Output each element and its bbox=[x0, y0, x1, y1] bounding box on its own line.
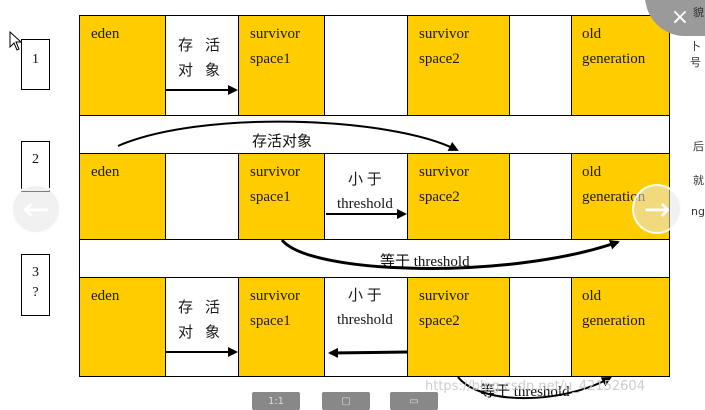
row3-survivor1-label: survivor space1 bbox=[250, 288, 300, 329]
row-number-1: 1 bbox=[21, 39, 50, 90]
edge-char-4: 就 bbox=[693, 174, 704, 187]
toolbar-fullscreen-button[interactable]: ▭ bbox=[390, 392, 438, 410]
close-icon: × bbox=[670, 4, 690, 30]
row2-eden-label: eden bbox=[91, 164, 120, 180]
row2-eden: eden bbox=[79, 153, 166, 240]
row3-eden-label: eden bbox=[91, 288, 120, 304]
chevron-left-icon: ← bbox=[22, 190, 50, 228]
edge-char-3: 后 bbox=[693, 140, 704, 153]
edge-char-5: ng bbox=[691, 205, 705, 218]
fit-screen-icon: ▢ bbox=[341, 395, 351, 407]
curve-mid-label: 等于 threshold bbox=[380, 254, 470, 270]
prev-button[interactable]: ← bbox=[11, 184, 61, 234]
row1-eden-label: eden bbox=[91, 26, 120, 42]
row1-survivor1-label: survivor space1 bbox=[250, 26, 300, 67]
row3-eden: eden bbox=[79, 277, 166, 377]
row2-transfer-cell: 小 于 threshold bbox=[324, 153, 408, 240]
row1-old-generation: old generation bbox=[571, 15, 670, 116]
row2-gap-cell bbox=[509, 153, 572, 240]
row2-survivor1: survivor space1 bbox=[238, 153, 325, 240]
watermark-text: https://blog.csdn.net/u_42152604 bbox=[425, 379, 645, 394]
toolbar-zoom-1-1-button[interactable]: 1:1 bbox=[252, 392, 300, 410]
row2-survivor1-label: survivor space1 bbox=[250, 164, 300, 205]
row2-survivor2: survivor space2 bbox=[407, 153, 510, 240]
row3-transfer-cell-a: 存活 对象 bbox=[165, 277, 239, 377]
next-button[interactable]: → bbox=[632, 184, 682, 234]
chevron-right-icon: → bbox=[643, 190, 671, 228]
row2-empty-cell bbox=[165, 153, 239, 240]
row1-survivor1: survivor space1 bbox=[238, 15, 325, 116]
row1-old-label: old generation bbox=[582, 26, 646, 67]
row2-old-label: old generation bbox=[582, 164, 646, 205]
row3-gap-cell bbox=[509, 277, 572, 377]
row3-old-generation: old generation bbox=[571, 277, 670, 377]
fullscreen-icon: ▭ bbox=[409, 395, 419, 407]
strip-between-2-3 bbox=[79, 238, 670, 278]
edge-char-1: 貌 bbox=[693, 6, 704, 19]
toolbar-fit-button[interactable]: ▢ bbox=[322, 392, 370, 410]
row1-transfer-label: 存活 对象 bbox=[178, 38, 233, 79]
row1-gap-cell bbox=[324, 15, 408, 116]
row-number-2: 2 bbox=[21, 141, 50, 192]
row3-survivor2-label: survivor space2 bbox=[419, 288, 469, 329]
edge-char-2: 卜号 bbox=[690, 40, 701, 69]
row3-transfer-cell-b: 小 于 threshold bbox=[324, 277, 408, 377]
row3-survivor2: survivor space2 bbox=[407, 277, 510, 377]
row2-transfer-label: 小 于 threshold bbox=[337, 172, 393, 212]
cursor-icon bbox=[9, 31, 23, 51]
row3-transfer-label-b: 小 于 threshold bbox=[337, 288, 393, 328]
curve-top-label: 存活对象 bbox=[252, 134, 313, 150]
row1-transfer-cell: 存活 对象 bbox=[165, 15, 239, 116]
row2-survivor2-label: survivor space2 bbox=[419, 164, 469, 205]
row-number-3: 3 ? bbox=[21, 254, 50, 316]
row1-survivor2-label: survivor space2 bbox=[419, 26, 469, 67]
row3-old-label: old generation bbox=[582, 288, 646, 329]
row1-gap-cell-2 bbox=[509, 15, 572, 116]
row3-transfer-label-a: 存活 对象 bbox=[178, 300, 233, 341]
row1-eden: eden bbox=[79, 15, 166, 116]
row1-survivor2: survivor space2 bbox=[407, 15, 510, 116]
strip-between-1-2 bbox=[79, 114, 670, 154]
row3-survivor1: survivor space1 bbox=[238, 277, 325, 377]
